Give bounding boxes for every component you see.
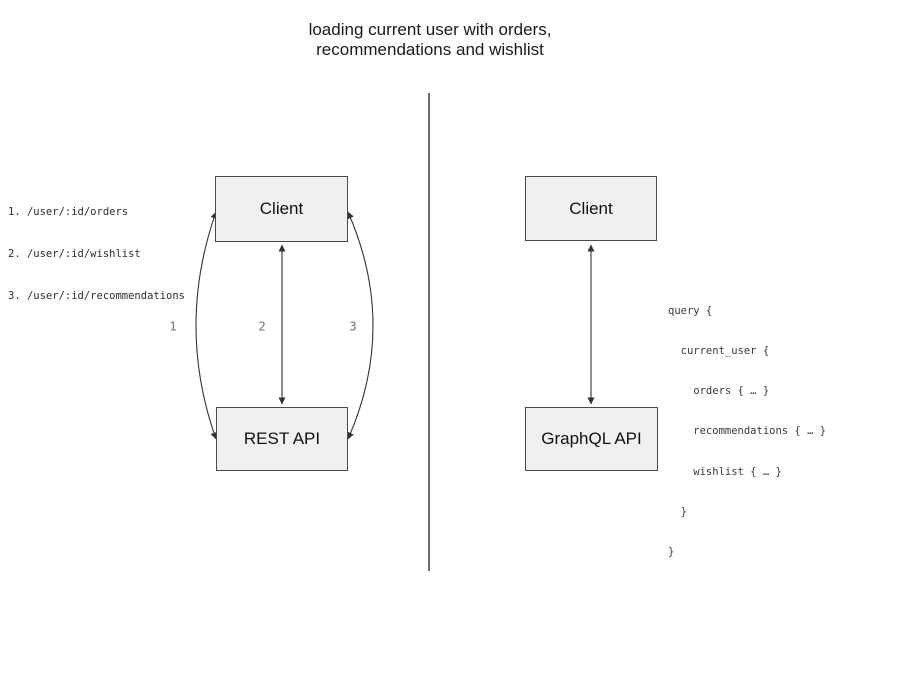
endpoint-line: 1. /user/:id/orders [8,206,129,218]
vertical-divider [428,93,430,571]
query-line: query { [668,304,713,317]
rest-api-box-label: REST API [243,429,321,448]
rest-arrow-label-2: 2 [258,318,266,334]
query-line: current_user { [668,345,770,358]
graphql-query-snippet: query { current_user { orders { … } reco… [668,278,826,586]
rest-arrow-1-curve [195,211,218,440]
title-line-2: recommendations and wishlist [316,40,544,59]
graphql-client-box-label: Client [569,198,613,218]
rest-arrow-label-1: 1 [169,318,177,334]
graphql-api-box-label: GraphQL API [541,429,642,448]
query-line: recommendations { … } [668,425,827,438]
endpoint-line: 2. /user/:id/wishlist [8,248,141,260]
graphql-client-box: Client [525,176,657,241]
rest-arrow-label-3: 3 [349,318,357,334]
diagram-title: loading current user with orders, recomm… [180,20,680,60]
rest-client-box: Client [215,176,348,242]
query-line: wishlist { … } [668,465,782,478]
rest-endpoint-list: 1. /user/:id/orders 2. /user/:id/wishlis… [8,177,185,331]
endpoint-line: 3. /user/:id/recommendations [8,290,186,302]
rest-client-box-label: Client [259,199,304,218]
query-line: orders { … } [668,385,770,398]
query-line: } [668,505,687,518]
graphql-api-box: GraphQL API [525,407,658,471]
query-line: } [668,546,675,559]
title-line-1: loading current user with orders, [308,20,552,39]
rest-api-box: REST API [216,407,348,471]
